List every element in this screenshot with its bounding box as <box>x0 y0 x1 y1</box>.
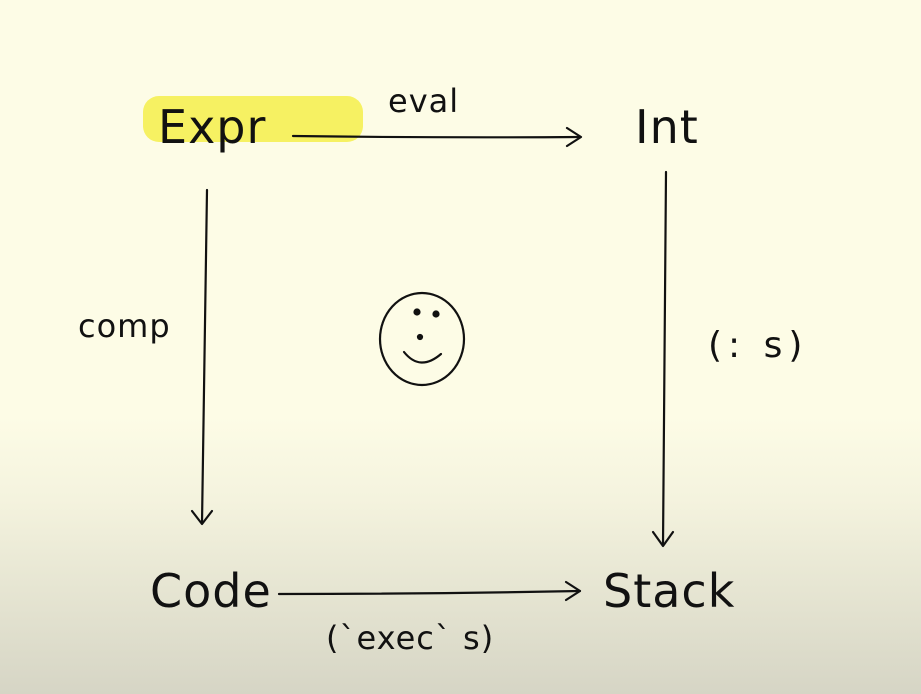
edge-label-eval: eval <box>388 82 460 120</box>
cons-arrow <box>651 170 675 548</box>
node-stack: Stack <box>603 564 736 618</box>
expr-highlight <box>143 96 363 142</box>
node-expr: Expr <box>158 100 267 154</box>
edge-label-comp: comp <box>78 307 171 345</box>
exec-arrow <box>277 580 582 602</box>
node-int: Int <box>635 100 699 154</box>
edge-label-exec: (`exec` s) <box>326 619 495 657</box>
smiley-face-icon <box>378 291 466 387</box>
eval-arrow <box>291 126 583 148</box>
comp-arrow <box>190 188 214 526</box>
edge-label-cons: (: s) <box>708 325 809 366</box>
node-code: Code <box>150 564 272 618</box>
